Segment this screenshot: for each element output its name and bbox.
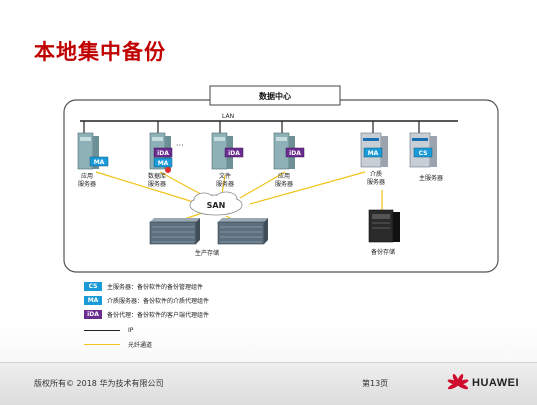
legend-ida: iDA 备份代理：备份软件的客户端代理组件 (84, 310, 209, 319)
legend-fiber-line (84, 344, 120, 345)
legend-ip: IP (84, 327, 133, 334)
lan-drops (83, 121, 420, 133)
svg-text:MA: MA (94, 159, 105, 166)
badge-ma-db: MA (153, 157, 173, 168)
legend-ma: MA 介质服务器：备份软件的介质代理组件 (84, 296, 209, 305)
db-disk-icon (165, 167, 171, 173)
page-title: 本地集中备份 (34, 40, 166, 64)
label-app2-line2: 服务器 (275, 180, 293, 188)
legend-ida-text: 备份代理：备份软件的客户端代理组件 (107, 312, 210, 319)
badge-ida-db: iDA (153, 147, 173, 158)
svg-text:MA: MA (158, 160, 169, 167)
footer-bar (0, 362, 537, 405)
footer-page-number: 第13页 (362, 379, 389, 388)
badge-ida-file: iDA (224, 147, 244, 158)
legend-cs-badge: CS (84, 282, 102, 291)
san-label: SAN (207, 201, 226, 210)
label-media-line1: 介质 (370, 170, 382, 178)
svg-text:iDA: iDA (228, 150, 240, 157)
badge-cs-master: CS (413, 147, 433, 158)
legend-cs-text: 主服务器：备份软件的备份管理组件 (107, 284, 204, 291)
label-media-line2: 服务器 (367, 178, 385, 186)
san-cloud-icon: SAN (189, 191, 243, 216)
server-app1 (77, 132, 99, 170)
legend-fiber-text: 光纤通道 (128, 342, 153, 349)
lan-label: LAN (222, 113, 234, 120)
datacenter-label: 数据中心 (259, 91, 291, 101)
label-storage: 生产存储 (195, 249, 219, 257)
svg-text:MA: MA (368, 150, 379, 157)
storage-array-right (217, 218, 268, 245)
more-servers-ellipsis: ··· (176, 141, 184, 150)
badge-ma-app1: MA (89, 156, 109, 167)
svg-text:iDA: iDA (289, 150, 301, 157)
backup-storage-icon (368, 209, 400, 243)
label-app1-line2: 服务器 (78, 180, 96, 188)
legend-fiber: 光纤通道 (84, 340, 152, 349)
footer-copyright: 版权所有© 2018 华为技术有限公司 (34, 379, 164, 388)
label-app2-line1: 应用 (278, 172, 290, 180)
huawei-logo-icon (447, 373, 469, 390)
badge-ida-app2: iDA (285, 147, 305, 158)
label-app1-line1: 应用 (81, 172, 93, 180)
label-backup-storage: 备份存储 (371, 248, 395, 256)
label-file-line2: 服务器 (216, 180, 234, 188)
legend-ida-badge: iDA (84, 310, 102, 319)
badge-ma-media: MA (363, 147, 383, 158)
datacenter-label-box (209, 85, 341, 106)
label-master: 主服务器 (419, 174, 443, 182)
label-file-line1: 文件 (219, 172, 231, 180)
legend-cs: CS 主服务器：备份软件的备份管理组件 (84, 282, 203, 291)
legend-ma-badge: MA (84, 296, 102, 305)
legend-ip-text: IP (128, 327, 134, 334)
svg-text:CS: CS (419, 150, 428, 157)
storage-array-left (149, 218, 200, 245)
footer-brand: HUAWEI (472, 377, 519, 389)
legend-ip-line (84, 330, 120, 331)
label-db-line2: 服务器 (148, 180, 166, 188)
svg-text:iDA: iDA (157, 150, 169, 157)
legend-ma-text: 介质服务器：备份软件的介质代理组件 (107, 298, 210, 305)
fiber-links (95, 171, 383, 223)
label-db-line1: 数据库 (148, 172, 166, 180)
